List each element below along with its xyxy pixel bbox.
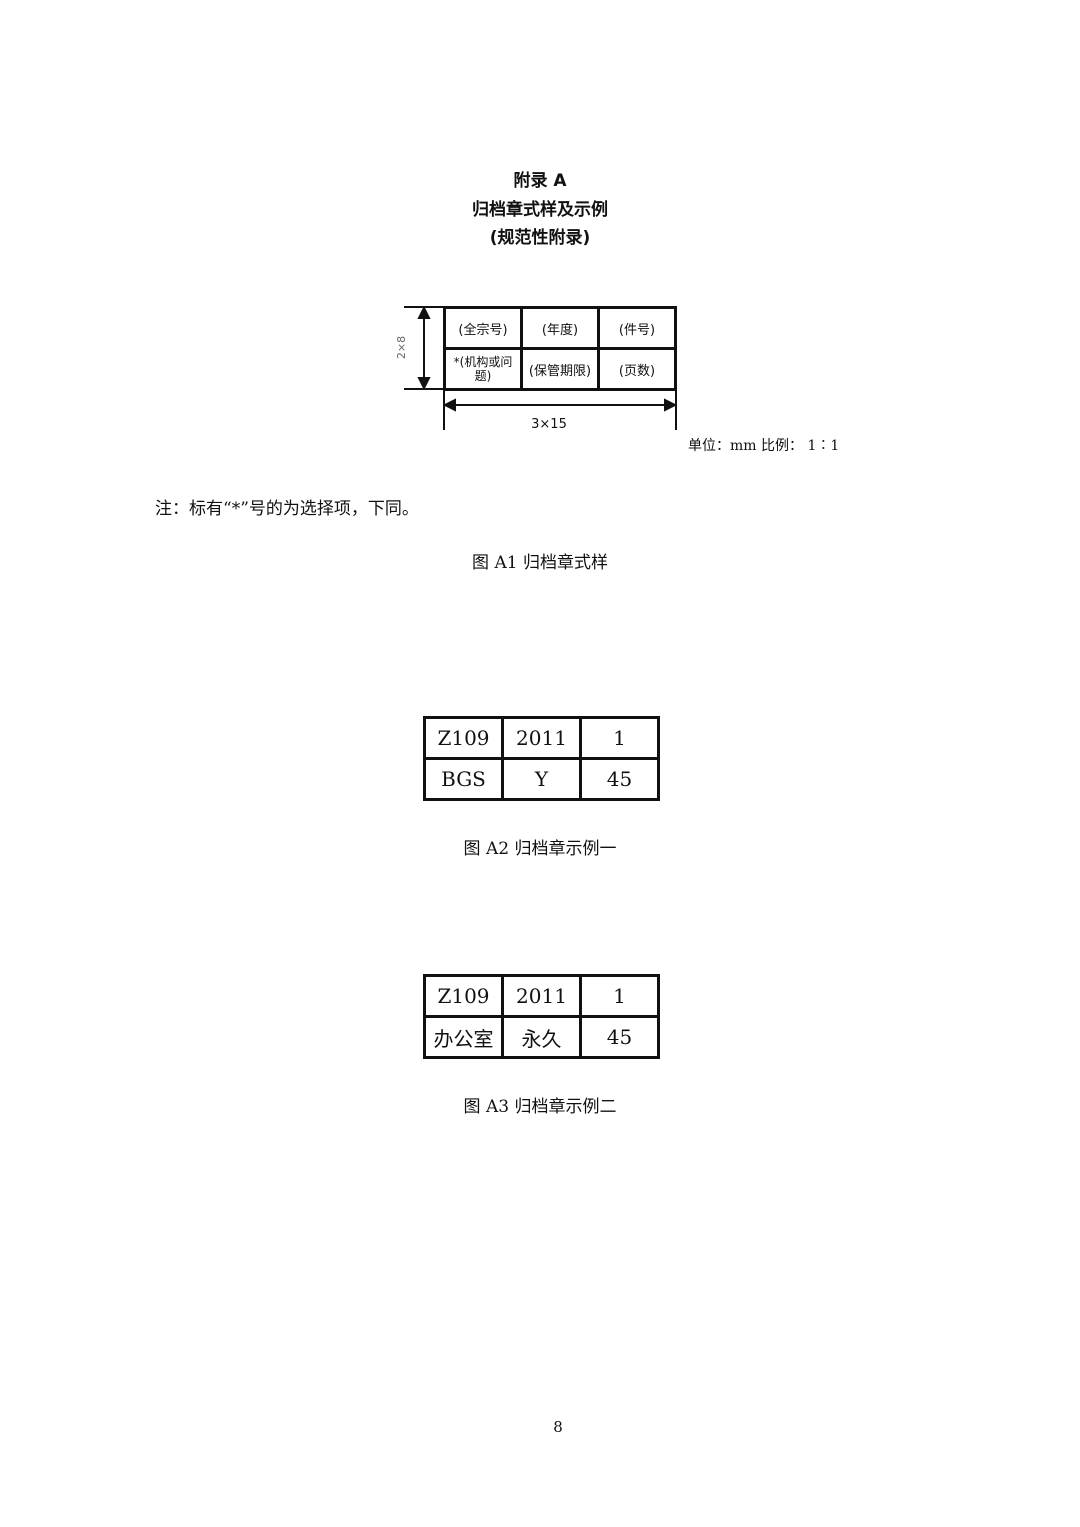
cell-year: (年度) [520, 306, 600, 350]
appendix-label: 附录 A [513, 171, 567, 191]
cell: 2011 [501, 974, 582, 1018]
cell: 办公室 [423, 1015, 504, 1059]
appendix-title: 归档章式样及示例 [472, 200, 608, 220]
note-text: 注：标有“*”号的为选择项，下同。 [155, 499, 419, 519]
cell-pages: (页数) [597, 347, 677, 391]
cell: Z109 [423, 974, 504, 1018]
cell-item-no: (件号) [597, 306, 677, 350]
unit-note: 单位：mm 比例： 1∶1 [688, 438, 840, 454]
cell: 45 [579, 757, 660, 801]
page-number: 8 [553, 1418, 563, 1436]
cell-fonds: (全宗号) [443, 306, 523, 350]
caption-a1: 图 A1 归档章式样 [472, 553, 608, 573]
dimension-lines [404, 305, 678, 430]
appendix-type: (规范性附录) [489, 228, 591, 248]
cell: Y [501, 757, 582, 801]
width-dimension: 3×15 [531, 417, 567, 432]
cell: 2011 [501, 716, 582, 760]
cell: 永久 [501, 1015, 582, 1059]
cell: 1 [579, 716, 660, 760]
cell: 45 [579, 1015, 660, 1059]
cell: BGS [423, 757, 504, 801]
caption-a2: 图 A2 归档章示例一 [463, 839, 617, 859]
height-dimension: 2×8 [395, 335, 409, 360]
cell-org: *(机构或问题) [443, 347, 523, 391]
caption-a3: 图 A3 归档章示例二 [463, 1097, 617, 1117]
cell: Z109 [423, 716, 504, 760]
cell: 1 [579, 974, 660, 1018]
stamp-template-table: (全宗号)(年度)(件号) *(机构或问题)(保管期限)(页数) [443, 306, 677, 391]
cell-retention: (保管期限) [520, 347, 600, 391]
